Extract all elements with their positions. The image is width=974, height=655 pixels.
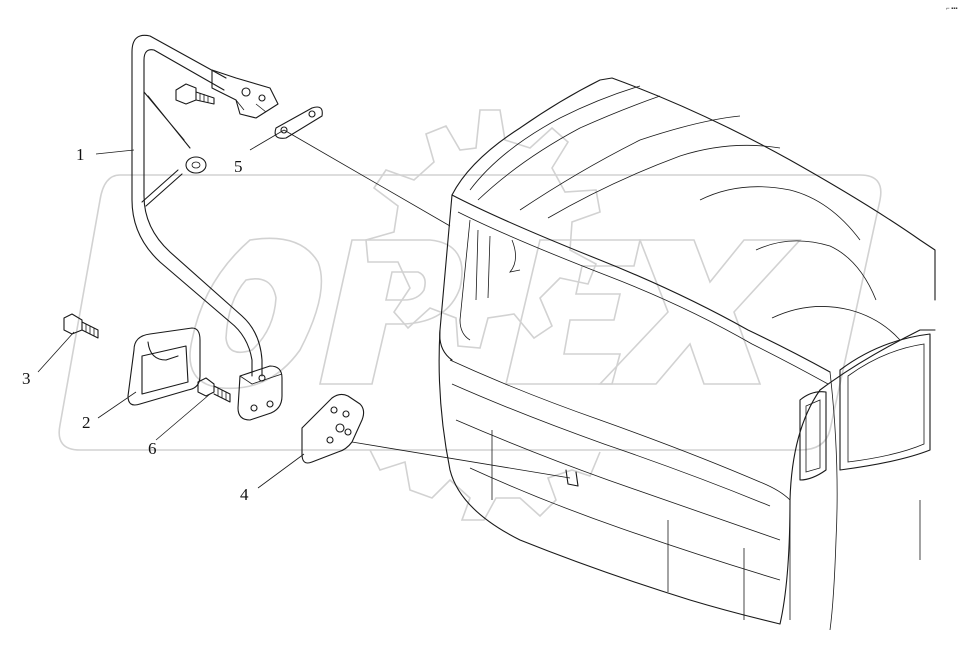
bolt-part-3 xyxy=(63,313,99,339)
clamp-hole-1 xyxy=(258,374,266,382)
callout-3: 3 xyxy=(22,369,31,388)
watermark-gear-lower xyxy=(369,449,601,521)
door-window-inner xyxy=(847,343,925,463)
cab-panel-line-1 xyxy=(449,359,791,501)
cab-panel-line-3 xyxy=(455,419,781,541)
clamp-hole-3 xyxy=(266,400,274,408)
watermark xyxy=(58,109,882,521)
cab-front-panel xyxy=(438,329,781,625)
mirror-housing-part-2 xyxy=(127,327,201,406)
cab-panel-line-2 xyxy=(451,383,771,507)
mounting-plate-part-4 xyxy=(301,393,571,479)
clamp-block-top xyxy=(239,373,283,385)
mirror-arm-outer xyxy=(131,34,253,377)
clamp-block-body xyxy=(237,365,283,421)
mirror-arm-crossbar xyxy=(141,169,183,207)
arm-washer-inner xyxy=(191,161,201,169)
callout-4: 4 xyxy=(240,485,249,504)
cab-roof-rib-5 xyxy=(699,186,861,241)
leader-4 xyxy=(257,453,305,489)
link-plate-part-5 xyxy=(274,106,451,227)
wiper-recess xyxy=(475,229,521,301)
cab-roof-rib-2 xyxy=(477,95,661,201)
watermark-letter-x xyxy=(598,239,802,385)
windshield-top-edge xyxy=(451,194,831,373)
watermark-letter-o xyxy=(189,237,323,390)
mount-plate-hole-3 xyxy=(335,423,345,433)
mount-plate-hole-1 xyxy=(330,406,338,414)
leader-3 xyxy=(37,331,75,373)
cab-right-edge xyxy=(829,371,838,631)
leader-6 xyxy=(155,393,211,441)
windshield-left-pillar-inner xyxy=(459,219,471,341)
cab-side-bracket xyxy=(799,391,827,481)
link-plate-hole-a xyxy=(280,126,288,134)
cab-roof-rib-3 xyxy=(519,115,741,211)
cab-roof-rib-4 xyxy=(547,144,781,219)
cab-roof-outline xyxy=(451,77,936,301)
link-plate-body xyxy=(274,106,323,139)
leader-5 xyxy=(249,129,285,151)
cab-panel-line-4 xyxy=(469,467,781,581)
grille-notch xyxy=(565,469,579,487)
watermark-letter-p xyxy=(319,239,463,385)
upper-bolt xyxy=(175,83,215,105)
upper-bolt-shank xyxy=(195,91,215,105)
truck-cab xyxy=(438,77,936,631)
cab-roof-rib-1 xyxy=(469,85,641,191)
cab-right-side xyxy=(779,329,936,625)
mount-plate-hole-2 xyxy=(342,410,350,418)
watermark-frame xyxy=(58,174,882,451)
link-plate-guide-line xyxy=(283,129,451,227)
callouts: 1 2 3 4 5 6 xyxy=(22,145,249,504)
cab-lower-right xyxy=(789,500,921,620)
leader-2 xyxy=(97,391,137,419)
upper-bolt-head xyxy=(175,83,197,105)
upper-bracket-edge xyxy=(235,99,267,113)
lower-clamp-block xyxy=(237,365,283,421)
link-plate-hole-b xyxy=(308,110,316,118)
cab-roof-rib-7 xyxy=(771,306,901,341)
mount-plate-body xyxy=(301,393,365,464)
upper-bolt-thread xyxy=(199,93,209,103)
bolt-6-head xyxy=(197,377,215,397)
bolt-part-6 xyxy=(197,377,231,403)
callout-5: 5 xyxy=(234,157,243,176)
callout-1: 1 xyxy=(76,145,85,164)
mount-plate-hole-4 xyxy=(326,436,334,444)
watermark-gear xyxy=(365,109,601,349)
cab-roof-rib-6 xyxy=(755,240,877,301)
mount-plate-hole-5 xyxy=(344,428,352,436)
mount-plate-guide-line xyxy=(351,441,571,479)
mirror-arm-inner xyxy=(143,49,263,377)
callout-6: 6 xyxy=(148,439,157,458)
callout-2: 2 xyxy=(82,413,91,432)
arm-washer-outer xyxy=(185,156,207,174)
mirror-arm-part-1 xyxy=(131,34,263,377)
clamp-hole-2 xyxy=(250,404,258,412)
arm-washer xyxy=(185,156,207,174)
upper-bracket-body xyxy=(211,69,279,119)
corner-mark: ⌐ ▪▪▪ xyxy=(946,6,958,12)
windshield-left-pillar xyxy=(439,194,453,361)
leader-1 xyxy=(95,149,135,155)
windshield-top-edge-inner xyxy=(457,211,829,385)
mirror-housing-notch xyxy=(147,341,179,361)
mirror-arm-brace xyxy=(143,91,191,149)
upper-bracket-hole-2 xyxy=(258,94,266,102)
mirror-housing-outer xyxy=(127,327,201,406)
door-window xyxy=(839,333,931,471)
bolt-3-thread xyxy=(85,324,95,336)
cab-side-bracket-inner xyxy=(805,399,821,473)
bolt-6-thread xyxy=(217,388,227,400)
upper-bracket-hole xyxy=(241,87,251,97)
leader-lines xyxy=(37,129,305,489)
upper-mount-bracket xyxy=(211,69,279,119)
mirror-housing-inner xyxy=(141,345,189,395)
